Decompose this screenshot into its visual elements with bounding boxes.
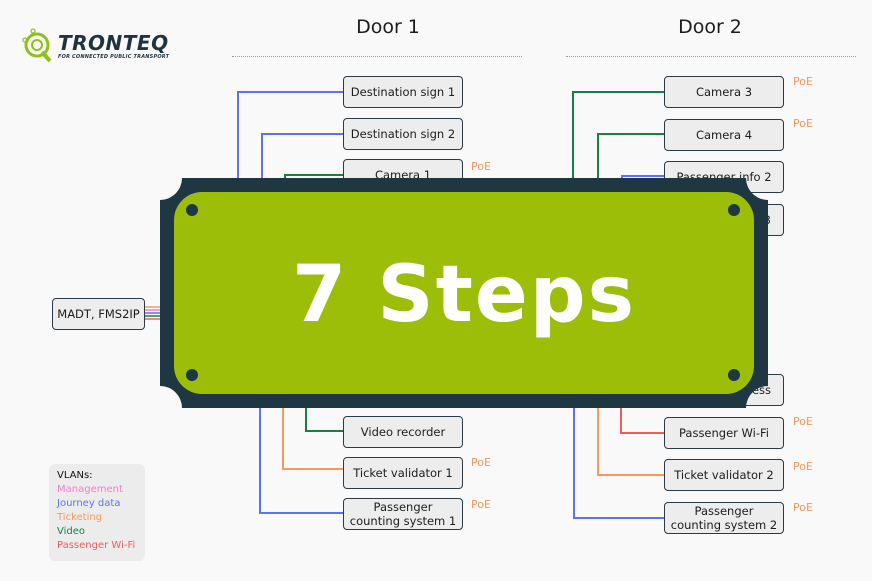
device-camera-3[interactable]: Camera 3 <box>664 76 784 108</box>
device-label-line-1: Passenger <box>373 500 433 514</box>
vlan-legend: VLANs: Management Journey data Ticketing… <box>49 464 145 561</box>
banner-title: 7 Steps <box>291 250 637 340</box>
banner-rivet-top-left <box>186 204 198 216</box>
device-label: Camera 4 <box>695 128 753 142</box>
device-passenger-counting-system-2[interactable]: Passenger counting system 2 <box>664 502 784 534</box>
device-label: Camera 3 <box>695 85 753 99</box>
device-passenger-counting-system-1[interactable]: Passenger counting system 1 <box>343 498 463 530</box>
device-label: Destination sign 1 <box>350 85 456 99</box>
wire-camera-3 <box>572 91 665 200</box>
legend-item-ticketing: Ticketing <box>57 512 103 523</box>
banner-panel <box>174 192 754 394</box>
source-device-label: MADT, FMS2IP <box>57 307 140 321</box>
poe-label-ticket-validator-2: PoE <box>793 460 813 473</box>
device-video-recorder[interactable]: Video recorder <box>343 416 463 448</box>
poe-label-camera-1: PoE <box>471 160 491 173</box>
device-camera-4[interactable]: Camera 4 <box>664 119 784 151</box>
door-2-title: Door 2 <box>678 16 742 38</box>
wire-passenger-counting-2 <box>573 395 665 519</box>
device-passenger-wifi[interactable]: Passenger Wi-Fi <box>664 417 784 449</box>
device-label: Ticket validator 2 <box>674 468 774 482</box>
device-label: Destination sign 2 <box>350 127 456 141</box>
device-destination-sign-1[interactable]: Destination sign 1 <box>343 76 463 108</box>
poe-label-ticket-validator-1: PoE <box>471 456 491 469</box>
door-1-divider <box>232 56 522 57</box>
poe-label-camera-3: PoE <box>793 75 813 88</box>
device-label-line-1: Passenger <box>694 504 754 518</box>
banner-rivet-bottom-right <box>728 369 740 381</box>
device-ticket-validator-1[interactable]: Ticket validator 1 <box>343 457 463 489</box>
legend-item-management: Management <box>57 484 123 495</box>
poe-label-passenger-counting-1: PoE <box>471 498 491 511</box>
wire-ticket-validator-1 <box>282 390 344 470</box>
wire-passenger-counting-1 <box>259 390 344 514</box>
banner-rivet-bottom-left <box>186 369 198 381</box>
legend-item-journey-data: Journey data <box>57 498 121 509</box>
wire-destination-sign-1 <box>237 91 344 200</box>
logo-q-icon <box>22 28 52 63</box>
steps-banner <box>160 178 768 408</box>
door-2-divider <box>566 56 856 57</box>
door-1-title: Door 1 <box>356 16 420 38</box>
device-label-line-2: counting system 1 <box>349 514 457 528</box>
device-label: Ticket validator 1 <box>353 466 453 480</box>
device-ticket-validator-2[interactable]: Ticket validator 2 <box>664 459 784 491</box>
legend-title: VLANs: <box>57 470 93 481</box>
device-destination-sign-2[interactable]: Destination sign 2 <box>343 118 463 150</box>
wire-ticket-validator-2 <box>597 395 665 476</box>
poe-label-passenger-counting-2: PoE <box>793 501 813 514</box>
poe-label-passenger-wifi: PoE <box>793 415 813 428</box>
legend-item-video: Video <box>57 526 86 537</box>
logo-name: TRONTEQ <box>58 31 169 55</box>
source-device-madt-fms2ip[interactable]: MADT, FMS2IP <box>52 298 145 330</box>
banner-rivet-top-right <box>728 204 740 216</box>
poe-label-camera-4: PoE <box>793 117 813 130</box>
logo-tagline: FOR CONNECTED PUBLIC TRANSPORT <box>58 54 170 60</box>
device-label-line-2: counting system 2 <box>670 518 778 532</box>
legend-item-passenger-wifi: Passenger Wi-Fi <box>57 540 136 551</box>
device-label: Passenger Wi-Fi <box>678 426 769 440</box>
device-label: Video recorder <box>360 425 446 439</box>
